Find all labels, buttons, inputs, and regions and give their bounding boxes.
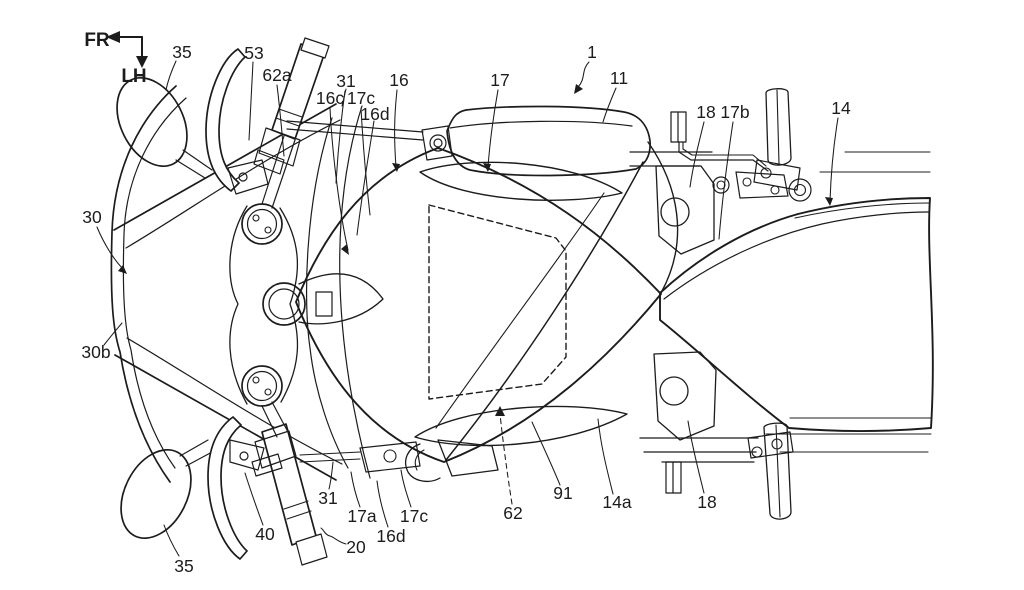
leader-lines bbox=[96, 60, 839, 557]
ref-label-17b: 17b bbox=[720, 102, 749, 122]
ref-label-62a: 62a bbox=[262, 65, 291, 85]
ref-label-53: 53 bbox=[244, 43, 263, 63]
ref-label-20: 20 bbox=[346, 537, 366, 557]
fork-triple-clamp bbox=[229, 135, 333, 438]
fuel-tank-outline bbox=[295, 105, 662, 479]
clip-on-handlebar bbox=[286, 120, 453, 161]
left-handlebar-grip bbox=[253, 37, 330, 175]
ref-label-35-top: 35 bbox=[172, 42, 191, 62]
ref-label-17c-top: 17c bbox=[347, 88, 375, 108]
ref-label-30: 30 bbox=[82, 207, 102, 227]
ref-label-17c-bottom: 17c bbox=[400, 506, 428, 526]
right-footpeg-assembly bbox=[639, 351, 932, 520]
right-handlebar-grip bbox=[251, 423, 328, 566]
left-mirror bbox=[116, 76, 213, 179]
ref-label-17: 17 bbox=[490, 70, 509, 90]
dashed-compartment-outline bbox=[428, 204, 567, 400]
brake-pedal bbox=[763, 422, 792, 520]
lh-label: LH bbox=[121, 66, 146, 87]
ref-label-18-bottom: 18 bbox=[697, 492, 716, 512]
lh-arrowhead-icon bbox=[136, 56, 148, 68]
gear-lever bbox=[765, 88, 792, 166]
clutch-lever bbox=[207, 416, 265, 560]
ref-label-17a: 17a bbox=[347, 506, 376, 526]
ref-label-16d-bottom: 16d bbox=[376, 526, 405, 546]
right-mirror bbox=[120, 439, 215, 540]
fr-arrowhead-icon bbox=[106, 31, 120, 43]
leader-arrowheads bbox=[118, 84, 833, 416]
ref-label-91: 91 bbox=[553, 483, 572, 503]
ref-label-30b: 30b bbox=[81, 342, 110, 362]
ref-label-16: 16 bbox=[389, 70, 408, 90]
fr-label: FR bbox=[84, 30, 110, 51]
brake-lever bbox=[205, 48, 269, 195]
ref-label-14: 14 bbox=[831, 98, 851, 118]
ref-label-16c: 16c bbox=[316, 88, 344, 108]
tail-cowl bbox=[659, 197, 934, 432]
ref-label-35-bottom: 35 bbox=[174, 556, 193, 576]
ref-label-31-top: 31 bbox=[336, 71, 355, 91]
ref-label-18-top: 18 bbox=[696, 102, 715, 122]
ref-label-16d-top: 16d bbox=[360, 104, 389, 124]
ref-label-1: 1 bbox=[587, 42, 597, 62]
ref-label-11: 11 bbox=[610, 68, 628, 88]
ref-label-14a: 14a bbox=[602, 492, 631, 512]
engine-detail bbox=[299, 439, 499, 483]
rider-seat bbox=[446, 105, 679, 294]
ref-label-31-bottom: 31 bbox=[318, 488, 337, 508]
ref-label-40: 40 bbox=[255, 524, 275, 544]
left-footpeg-assembly bbox=[629, 88, 931, 255]
ref-label-62: 62 bbox=[503, 503, 522, 523]
